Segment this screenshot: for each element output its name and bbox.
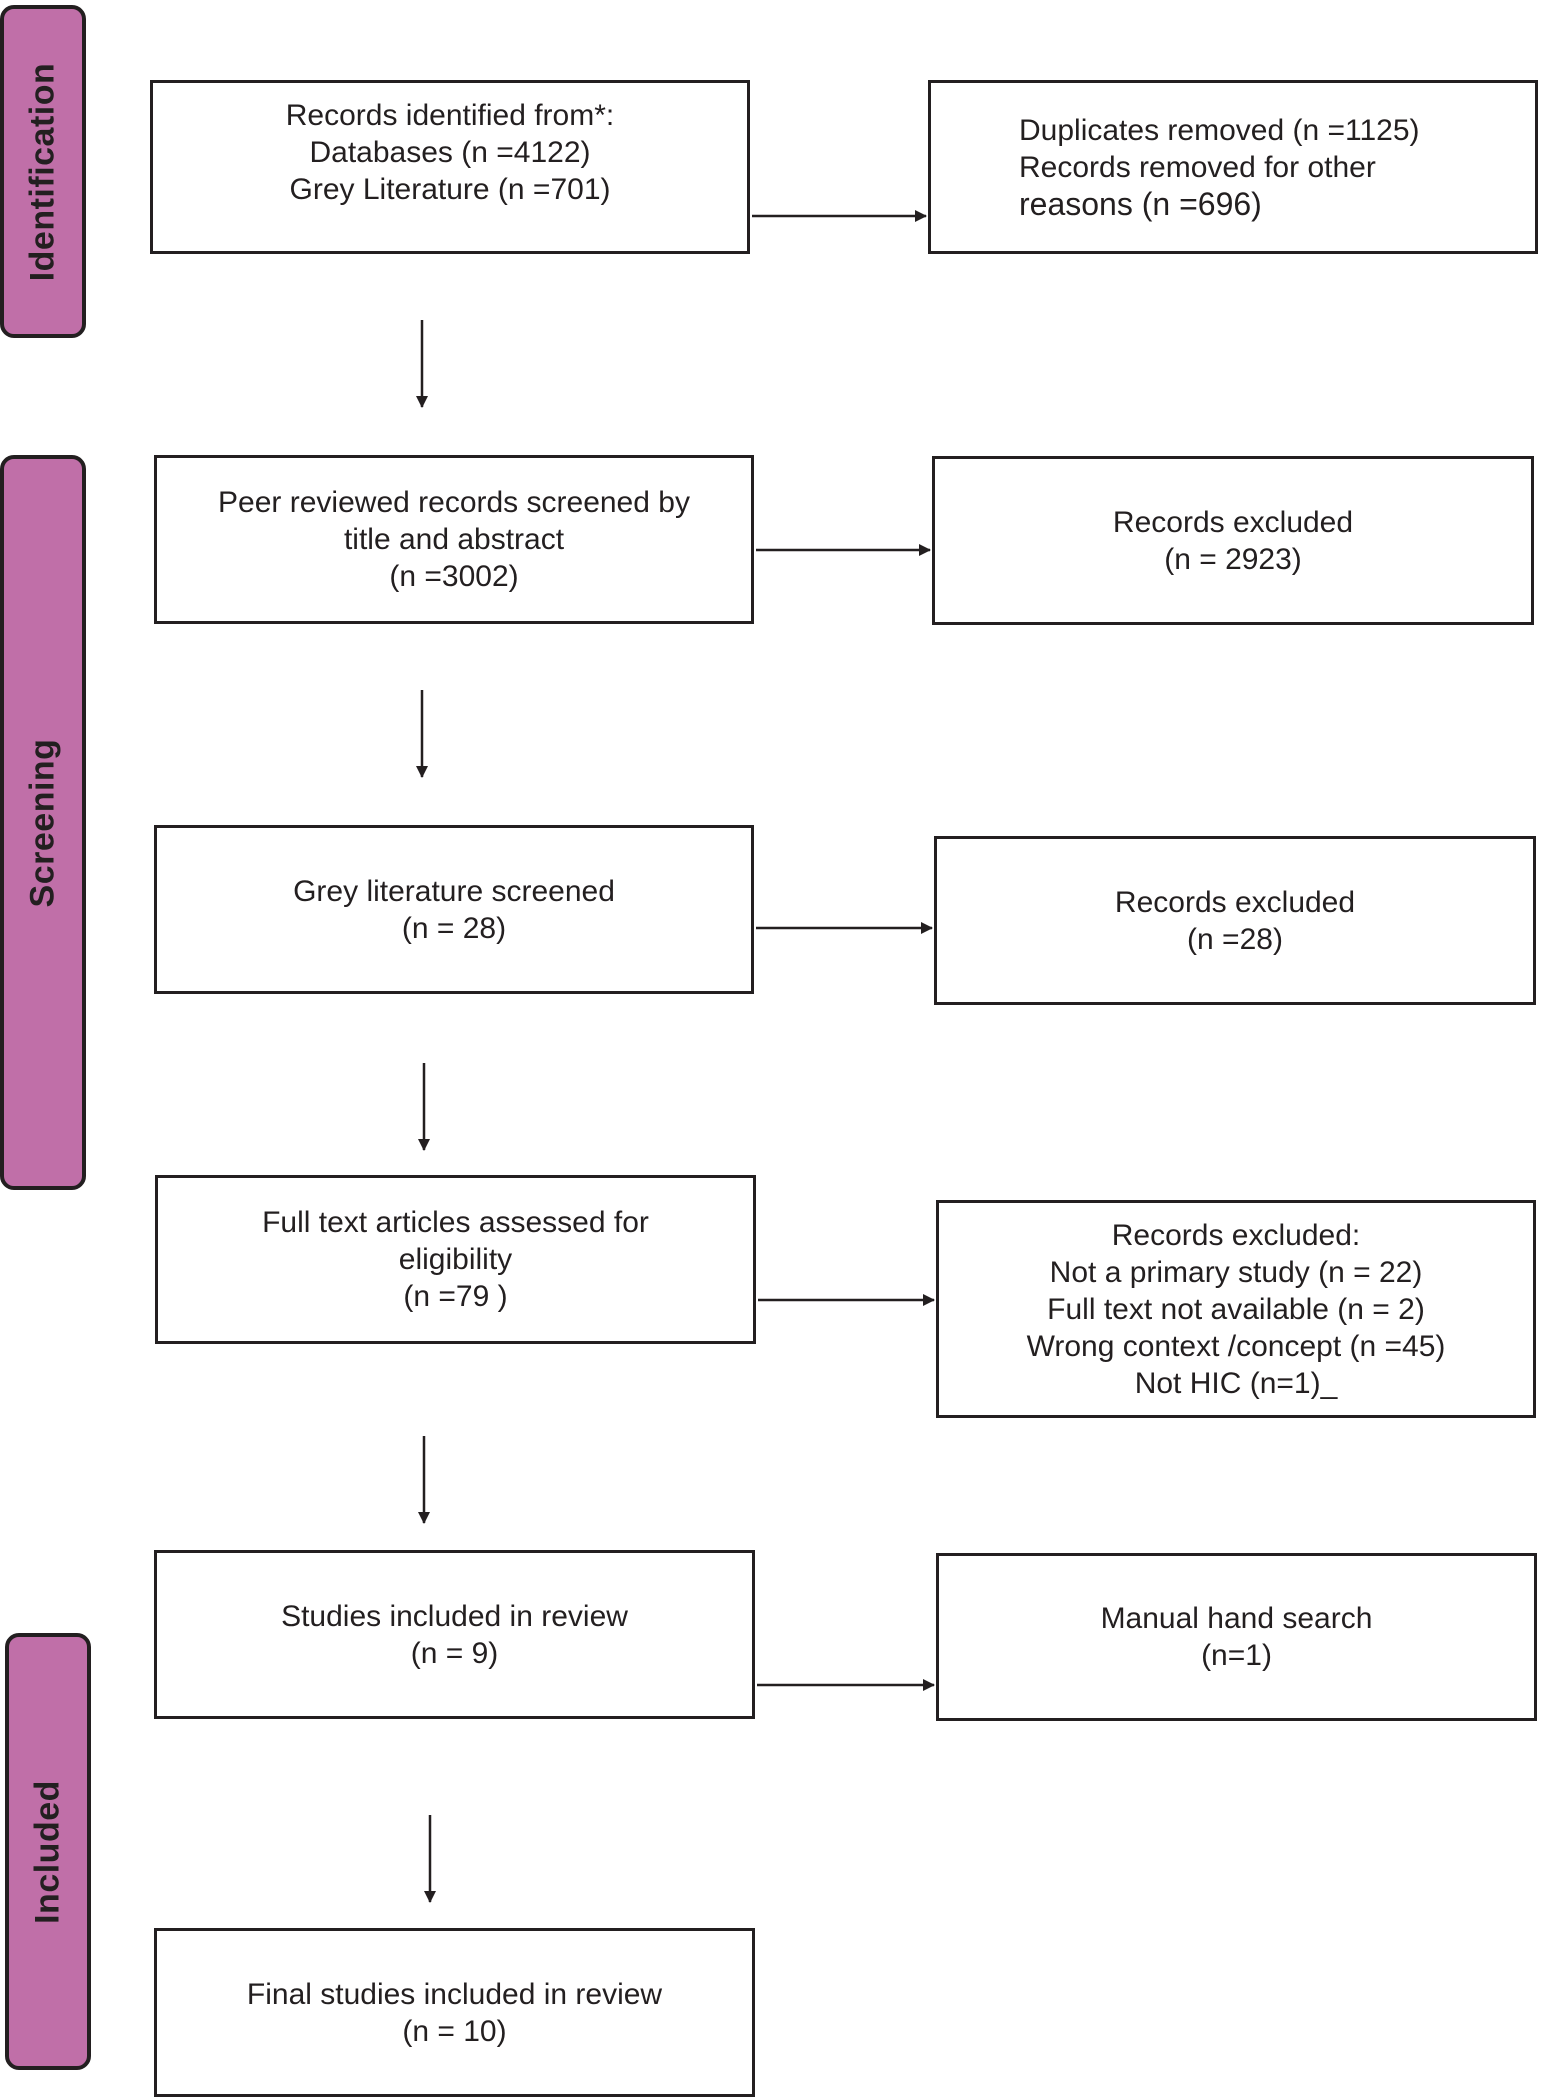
full-text-excluded-line: Not HIC (n=1)_ xyxy=(1134,1366,1338,1400)
phase-included: Included xyxy=(5,1633,91,2070)
peer-screened-line: (n =3002) xyxy=(389,560,519,593)
full-text-excluded-box: Records excluded: Not a primary study (n… xyxy=(936,1200,1536,1418)
grey-excluded-line: Records excluded xyxy=(1114,885,1356,919)
full-text-line: (n =79 ) xyxy=(403,1280,508,1313)
phase-identification: Identification xyxy=(0,5,86,338)
grey-excluded-box: Records excluded (n =28) xyxy=(934,836,1536,1005)
peer-excluded-box: Records excluded (n = 2923) xyxy=(932,456,1534,625)
hand-search-line: (n=1) xyxy=(1201,1639,1272,1672)
peer-screened-line: Peer reviewed records screened by xyxy=(218,486,690,519)
records-identified-line: Records identified from*: xyxy=(285,99,615,132)
full-text-line: Full text articles assessed for xyxy=(262,1206,649,1239)
records-identified-box: Records identified from*: Databases (n =… xyxy=(150,80,750,254)
hand-search-box: Manual hand search (n=1) xyxy=(936,1553,1537,1721)
duplicates-removed-line: Duplicates removed (n =1125) xyxy=(1019,113,1420,147)
phase-screening: Screening xyxy=(0,455,86,1190)
duplicates-removed-line: reasons (n =696) xyxy=(1019,185,1262,222)
peer-excluded-line: (n = 2923) xyxy=(1164,542,1302,576)
records-identified-line: Grey Literature (n =701) xyxy=(289,173,611,206)
full-text-excluded-line: Not a primary study (n = 22) xyxy=(1049,1255,1423,1289)
full-text-box: Full text articles assessed for eligibil… xyxy=(155,1175,756,1344)
grey-screened-line: (n = 28) xyxy=(401,911,507,945)
final-included-line: Final studies included in review xyxy=(246,1977,663,2011)
grey-screened-box: Grey literature screened (n = 28) xyxy=(154,825,754,994)
full-text-excluded-line: Records excluded: xyxy=(1111,1218,1361,1252)
grey-excluded-line: (n =28) xyxy=(1187,922,1283,956)
peer-excluded-line: Records excluded xyxy=(1112,505,1354,539)
studies-included-line: Studies included in review xyxy=(281,1599,628,1633)
grey-screened-line: Grey literature screened xyxy=(293,874,615,908)
duplicates-removed-box: Duplicates removed (n =1125) Records rem… xyxy=(928,80,1538,254)
full-text-line: eligibility xyxy=(398,1243,513,1276)
peer-screened-line: title and abstract xyxy=(343,523,565,556)
hand-search-line: Manual hand search xyxy=(1100,1602,1373,1635)
final-included-line: (n = 10) xyxy=(402,2014,507,2048)
peer-screened-box: Peer reviewed records screened by title … xyxy=(154,455,754,624)
duplicates-removed-line: Records removed for other xyxy=(1019,150,1376,184)
studies-included-line: (n = 9) xyxy=(410,1636,499,1670)
final-included-box: Final studies included in review (n = 10… xyxy=(154,1928,755,2097)
full-text-excluded-line: Full text not available (n = 2) xyxy=(1047,1292,1425,1326)
records-identified-line: Databases (n =4122) xyxy=(309,136,591,169)
studies-included-box: Studies included in review (n = 9) xyxy=(154,1550,755,1719)
full-text-excluded-line: Wrong context /concept (n =45) xyxy=(1026,1329,1446,1363)
